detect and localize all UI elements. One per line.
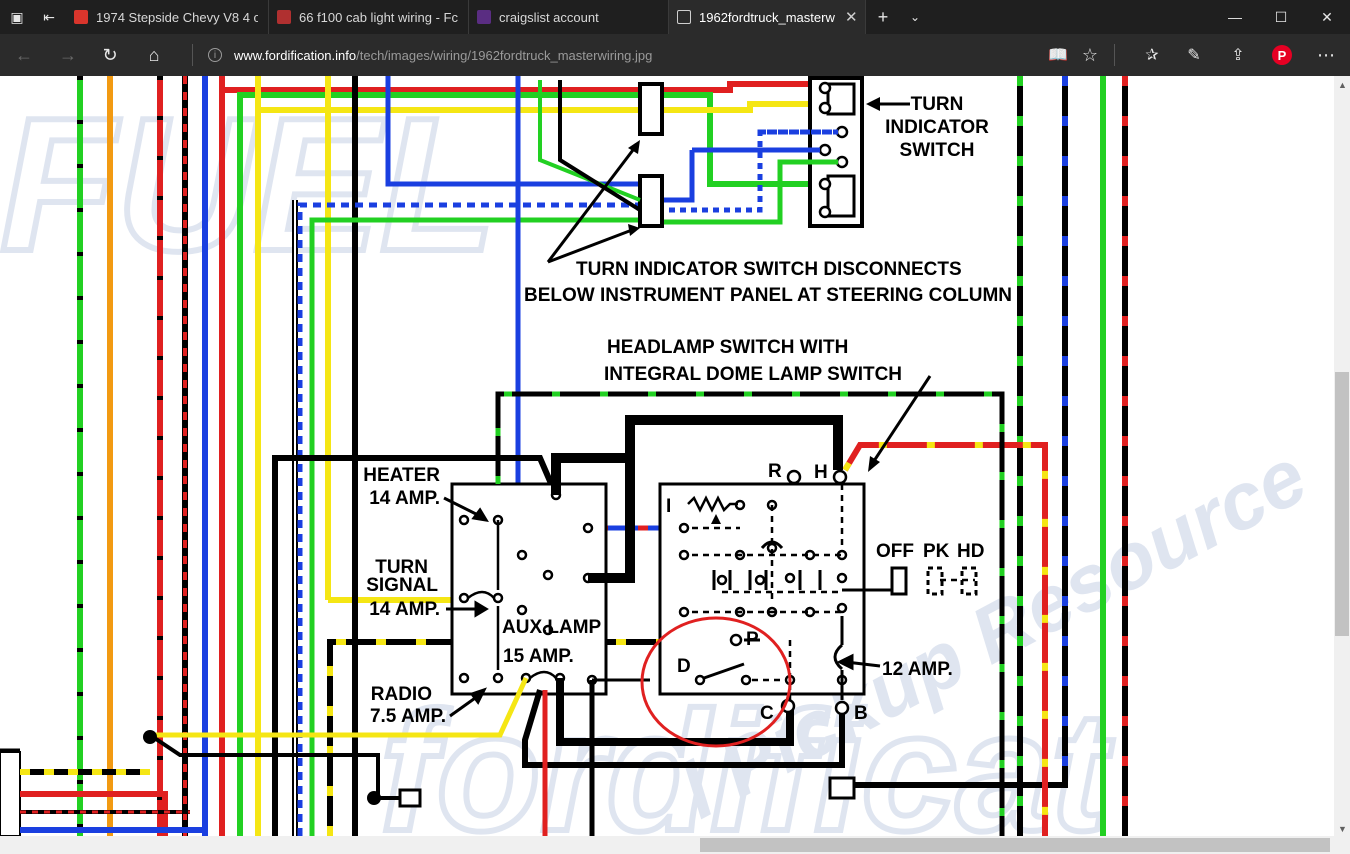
label-headlamp-1: HEADLAMP SWITCH WITH	[607, 337, 848, 358]
label-d: D	[677, 656, 691, 677]
turn-indicator-switch	[640, 76, 910, 228]
page-icon	[677, 10, 691, 24]
horizontal-scrollbar-thumb[interactable]	[700, 838, 1330, 852]
label-turn-signal-1: TURN	[375, 557, 428, 578]
label-heater: HEATER	[363, 465, 440, 486]
wiring-diagram-image: FUEL fordificat l Pickup Resource	[0, 76, 1334, 836]
diagram-labels: TURN INDICATOR SWITCH TURN INDICATOR SWI…	[363, 94, 1012, 727]
label-radio-amp: 7.5 AMP.	[370, 706, 446, 727]
right-wire-bundle	[842, 76, 1128, 836]
headlamp-switch	[495, 375, 1005, 836]
label-turn: TURN	[911, 94, 964, 115]
label-heater-amp: 14 AMP.	[369, 488, 440, 509]
label-radio: RADIO	[371, 684, 432, 705]
label-headlamp-2: INTEGRAL DOME LAMP SWITCH	[604, 364, 902, 385]
scrollbar-corner	[1334, 836, 1350, 854]
tab-1974-stepside[interactable]: 1974 Stepside Chevy V8 4 o	[66, 0, 269, 34]
left-wire-bundle	[77, 76, 820, 836]
share-icon[interactable]: ⇪	[1231, 47, 1245, 64]
svg-text:fordificat: fordificat	[380, 677, 1114, 836]
label-aux-lamp-amp: 15 AMP.	[503, 646, 574, 667]
address-bar[interactable]: i www.fordification.info/tech/images/wir…	[196, 34, 1036, 76]
label-turn-signal-amp: 14 AMP.	[369, 599, 440, 620]
set-tabs-aside-icon[interactable]: ⇤	[43, 8, 55, 25]
close-tab-icon[interactable]: ✕	[845, 9, 858, 26]
favorite-star-icon[interactable]: ☆	[1081, 44, 1099, 65]
label-indicator: INDICATOR	[885, 117, 989, 138]
label-p: P	[746, 629, 759, 650]
tab-preview-chevron-icon[interactable]: ⌄	[909, 10, 921, 24]
scroll-up-arrow-icon[interactable]: ▲	[1338, 80, 1347, 90]
craigslist-icon	[477, 10, 491, 24]
label-i: I	[666, 496, 671, 517]
tab-craigslist[interactable]: craigslist account	[469, 0, 669, 34]
highlight-circle	[640, 616, 792, 748]
label-pk: PK	[923, 541, 950, 562]
label-disconnect-1: TURN INDICATOR SWITCH DISCONNECTS	[576, 259, 962, 280]
label-h: H	[814, 462, 828, 483]
gmail-icon	[74, 10, 88, 24]
reading-view-icon[interactable]: 📖	[1048, 47, 1068, 64]
divider	[1114, 44, 1115, 66]
label-12-amp: 12 AMP.	[882, 659, 953, 680]
maximize-icon[interactable]: ☐	[1274, 8, 1288, 25]
web-note-pen-icon[interactable]: ✎	[1187, 47, 1201, 64]
navigation-bar: ← → ↻ ⌂ i www.fordification.info/tech/im…	[0, 34, 1350, 76]
fuse-label-arrows	[443, 496, 881, 718]
tab-manager-icon[interactable]: ▣	[10, 8, 24, 25]
favorites-hub-icon[interactable]: ✰	[1145, 47, 1159, 64]
site-info-icon[interactable]: i	[208, 48, 222, 62]
label-b: B	[854, 703, 868, 724]
refresh-icon[interactable]: ↻	[102, 44, 118, 65]
label-r: R	[768, 461, 782, 482]
label-c: C	[760, 703, 774, 724]
vertical-scrollbar-thumb[interactable]	[1335, 372, 1349, 636]
close-window-icon[interactable]: ✕	[1321, 8, 1333, 25]
label-hd: HD	[957, 541, 984, 562]
disconnect-connectors	[538, 80, 664, 264]
label-turn-signal-2: SIGNAL	[366, 575, 438, 596]
more-menu-icon[interactable]: ⋯	[1317, 44, 1335, 65]
home-icon[interactable]: ⌂	[148, 44, 160, 65]
divider	[192, 44, 193, 66]
forum-icon	[277, 10, 291, 24]
title-bar: ▣ ⇤ 1974 Stepside Chevy V8 4 o 66 f100 c…	[0, 0, 1350, 34]
bottom-left-wires	[0, 748, 205, 836]
label-aux-lamp: AUX.LAMP	[502, 617, 602, 638]
label-off: OFF	[876, 541, 914, 562]
wiring-diagram: FUEL fordificat l Pickup Resource	[0, 76, 1320, 836]
label-switch: SWITCH	[900, 140, 975, 161]
scroll-down-arrow-icon[interactable]: ▼	[1338, 824, 1347, 834]
forward-icon[interactable]: →	[59, 44, 77, 65]
tab-66-f100[interactable]: 66 f100 cab light wiring - Fc	[269, 0, 469, 34]
minimize-icon[interactable]: —	[1228, 9, 1242, 25]
tab-1962fordtruck[interactable]: 1962fordtruck_masterw ✕	[669, 0, 866, 34]
pinterest-icon[interactable]: P	[1260, 34, 1304, 76]
back-icon[interactable]: ←	[15, 44, 33, 65]
label-disconnect-2: BELOW INSTRUMENT PANEL AT STEERING COLUM…	[524, 285, 1012, 306]
new-tab-icon[interactable]: +	[877, 6, 889, 27]
